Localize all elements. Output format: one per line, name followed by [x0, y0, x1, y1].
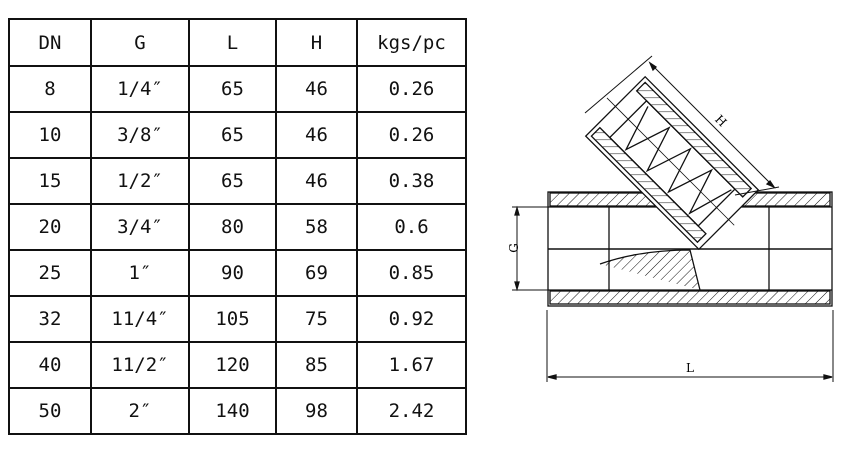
- table-cell: 65: [188, 65, 277, 113]
- table-cell: 120: [188, 341, 277, 389]
- table-cell: 46: [275, 111, 358, 159]
- table-header-row: DN G L H kgs/pc: [8, 18, 467, 67]
- table-cell: 1/4″: [90, 65, 190, 113]
- table-cell: 75: [275, 295, 358, 343]
- table-cell: 0.92: [356, 295, 467, 343]
- table-cell: 58: [275, 203, 358, 251]
- header-g: G: [90, 18, 190, 67]
- spring: [624, 106, 732, 215]
- table-cell: 11/2″: [90, 341, 190, 389]
- dimension-l: [546, 310, 834, 382]
- table-cell: 15: [8, 157, 92, 205]
- table-cell: 3/4″: [90, 203, 190, 251]
- strainer-bonnet: [584, 75, 760, 251]
- table-cell: 2.42: [356, 387, 467, 435]
- dimension-h: [584, 55, 780, 196]
- dim-l-label: L: [686, 361, 694, 375]
- table-cell: 65: [188, 157, 277, 205]
- table-cell: 1.67: [356, 341, 467, 389]
- table-cell: 2″: [90, 387, 190, 435]
- table-cell: 85: [275, 341, 358, 389]
- table-cell: 0.26: [356, 111, 467, 159]
- table-cell: 46: [275, 65, 358, 113]
- table-cell: 32: [8, 295, 92, 343]
- table-cell: 105: [188, 295, 277, 343]
- table-cell: 25: [8, 249, 92, 297]
- header-weight: kgs/pc: [356, 18, 467, 67]
- header-h: H: [275, 18, 358, 67]
- table-cell: 1/2″: [90, 157, 190, 205]
- table-cell: 69: [275, 249, 358, 297]
- table-cell: 11/4″: [90, 295, 190, 343]
- dim-h-label: H: [712, 112, 729, 129]
- table-cell: 0.26: [356, 65, 467, 113]
- table-cell: 46: [275, 157, 358, 205]
- table-cell: 10: [8, 111, 92, 159]
- table-cell: 0.6: [356, 203, 467, 251]
- table-cell: 40: [8, 341, 92, 389]
- table-cell: 0.85: [356, 249, 467, 297]
- dim-g-label: G: [507, 243, 521, 253]
- header-dn: DN: [8, 18, 92, 67]
- header-l: L: [188, 18, 277, 67]
- table-cell: 90: [188, 249, 277, 297]
- table-cell: 80: [188, 203, 277, 251]
- table-cell: 8: [8, 65, 92, 113]
- table-cell: 3/8″: [90, 111, 190, 159]
- table-cell: 1″: [90, 249, 190, 297]
- table-cell: 50: [8, 387, 92, 435]
- table-cell: 65: [188, 111, 277, 159]
- table-cell: 140: [188, 387, 277, 435]
- table-cell: 98: [275, 387, 358, 435]
- table-cell: 20: [8, 203, 92, 251]
- dimension-g: [512, 205, 548, 292]
- table-cell: 0.38: [356, 157, 467, 205]
